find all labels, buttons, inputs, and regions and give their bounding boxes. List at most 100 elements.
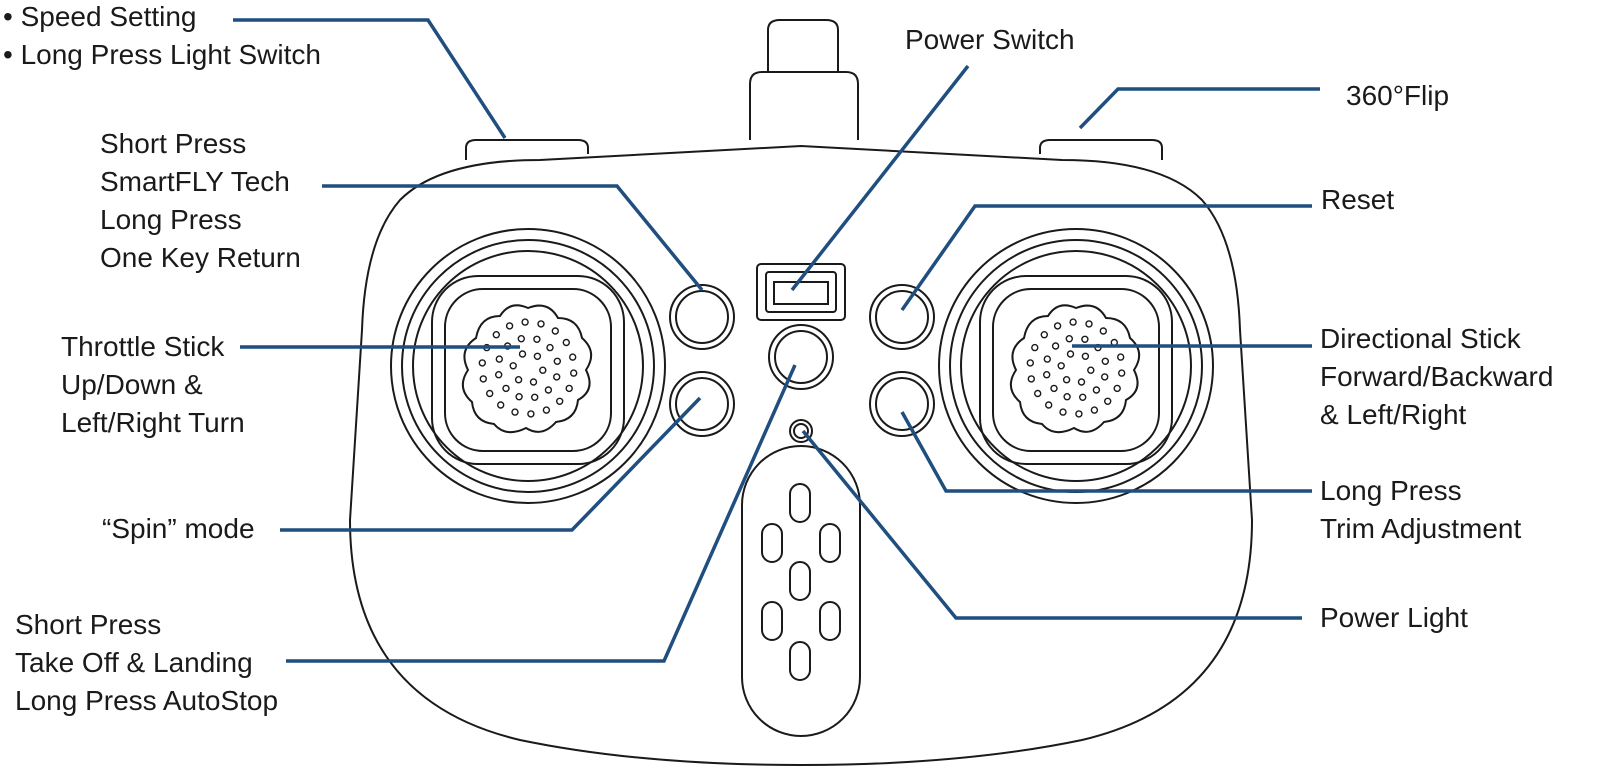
stick-grip-dot — [1044, 401, 1053, 409]
trim-line-1: Long Press — [1320, 475, 1462, 506]
stick-grip-dot — [553, 373, 561, 381]
stick-grip-dot — [533, 335, 541, 343]
throttle-line-3: Left/Right Turn — [61, 407, 245, 438]
stick-grip-dot — [495, 371, 503, 379]
stick-grip-dot — [551, 327, 559, 335]
stick-grip-dot — [1103, 397, 1112, 405]
reset-leader — [900, 204, 1312, 312]
directional-line-3: & Left/Right — [1320, 399, 1467, 430]
stick-grip-dot — [565, 384, 573, 393]
spin-mode-button — [669, 371, 735, 437]
stick-grip-dot — [553, 357, 561, 365]
trim-line-2: Trim Adjustment — [1320, 513, 1522, 544]
directional-stick-label: Directional Stick Forward/Backward & Lef… — [1320, 320, 1553, 434]
trim-label: Long Press Trim Adjustment — [1320, 472, 1521, 548]
stick-grip-dot — [1033, 389, 1042, 398]
stick-grip-dot — [1078, 393, 1087, 401]
stick-grip-dot — [521, 318, 529, 326]
stick-grip-dot — [515, 393, 523, 401]
stick-grip-dot — [495, 355, 503, 363]
directional-line-2: Forward/Backward — [1320, 361, 1554, 392]
stick-grip-dot — [1081, 335, 1089, 343]
stick-grip-dot — [1027, 375, 1036, 383]
stick-grip-dot — [1101, 357, 1110, 365]
stick-grip-dot — [1092, 386, 1101, 394]
reset-line: Reset — [1321, 184, 1395, 215]
stick-grip-dot — [1085, 320, 1093, 328]
stick-grip-dot — [1043, 355, 1052, 363]
stick-grip-dot — [562, 338, 570, 347]
stick-grip-dot — [1087, 366, 1095, 374]
stick-grip-dot — [478, 359, 486, 367]
takeoff-button — [768, 324, 834, 390]
stick-grip-dot — [502, 384, 510, 393]
smartfly-line-4: One Key Return — [100, 242, 301, 273]
trim-button — [869, 371, 935, 437]
stick-grip-dot — [514, 376, 523, 384]
stick-grip-dot — [1066, 350, 1075, 358]
power-switch-line: Power Switch — [905, 24, 1075, 55]
antenna — [767, 19, 839, 72]
takeoff-leader — [286, 364, 797, 663]
power-light-leader — [801, 429, 1302, 620]
stick-grip-dot — [497, 401, 505, 409]
flip-line: 360°Flip — [1346, 80, 1450, 111]
throttle-line-1: Throttle Stick — [61, 331, 225, 362]
grip-pad — [741, 445, 861, 737]
antenna-base — [749, 71, 859, 140]
smartfly-line-2: SmartFLY Tech — [100, 166, 290, 197]
stick-grip-dot — [1063, 393, 1071, 401]
reset-button — [869, 284, 935, 350]
power-light — [789, 419, 813, 443]
stick-grip-dot — [1117, 369, 1126, 377]
stick-grip-dot — [1057, 362, 1065, 370]
grip-pad-slots — [761, 483, 841, 681]
smartfly-button — [669, 284, 735, 350]
trim-leader — [900, 411, 1312, 493]
power-switch-leader — [790, 64, 970, 292]
stick-grip-dot — [486, 389, 494, 398]
stick-grip-dot — [1069, 318, 1077, 326]
directional-stick — [1009, 304, 1141, 434]
stick-grip-dot — [529, 378, 538, 386]
power-light-line: Power Light — [1320, 602, 1468, 633]
stick-grip-dot — [1053, 322, 1062, 330]
spin-mode-label: “Spin” mode — [102, 510, 255, 548]
stick-grip-dot — [1062, 376, 1071, 384]
smartfly-leader — [322, 184, 704, 292]
smartfly-line-3: Long Press — [100, 204, 242, 235]
flip-leader — [1078, 87, 1320, 130]
directional-stick-housing — [938, 228, 1214, 504]
stick-grip-dot — [1090, 406, 1099, 414]
stick-grip-dot — [505, 322, 514, 330]
takeoff-label: Short Press Take Off & Landing Long Pres… — [15, 606, 278, 720]
flip-label: 360°Flip — [1346, 77, 1449, 115]
stick-grip-dot — [1113, 384, 1121, 393]
throttle-stick — [461, 304, 593, 434]
stick-grip-dot — [533, 352, 542, 360]
stick-grip-dot — [1075, 410, 1083, 418]
stick-grip-dot — [527, 410, 535, 418]
takeoff-line-1: Short Press — [15, 609, 162, 640]
stick-grip-dot — [479, 375, 487, 383]
throttle-stick-housing — [390, 228, 666, 504]
stick-grip-dot — [1042, 371, 1051, 379]
stick-grip-dot — [518, 350, 527, 358]
stick-grip-dot — [1081, 352, 1090, 360]
stick-grip-dot — [1051, 342, 1060, 350]
stick-grip-dot — [1059, 408, 1067, 416]
stick-grip-dot — [492, 331, 500, 339]
right-shoulder-button — [1039, 139, 1163, 160]
stick-grip-dot — [1026, 359, 1035, 367]
stick-grip-dot — [531, 393, 539, 401]
stick-grip-dot — [517, 335, 525, 343]
stick-grip-dot — [511, 408, 519, 416]
stick-grip-dot — [1031, 343, 1039, 352]
stick-grip-dot — [556, 397, 564, 405]
stick-grip-dot — [1077, 378, 1086, 386]
left-shoulder-button — [465, 139, 589, 160]
stick-grip-dot — [1099, 327, 1108, 335]
stick-grip-dot — [539, 366, 547, 374]
stick-grip-dot — [537, 320, 545, 328]
